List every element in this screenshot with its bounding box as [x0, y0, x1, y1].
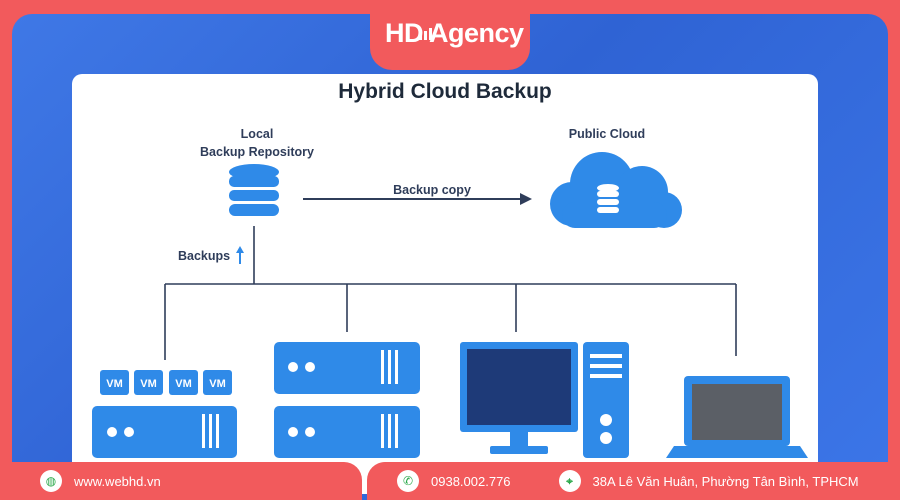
server-icon — [92, 406, 237, 458]
desktop-icon — [460, 342, 629, 458]
website-link[interactable]: www.webhd.vn — [74, 473, 161, 489]
laptop-icon — [666, 376, 808, 458]
server-icon — [274, 342, 420, 458]
diagram-title: Hybrid Cloud Backup — [338, 80, 552, 103]
phone-number[interactable]: 0938.002.776 — [431, 473, 511, 489]
local-label-line1: Local — [240, 127, 274, 141]
footer-contact-bar: ✆ 0938.002.776 ⌖ 38A Lê Văn Huân, Phường… — [367, 462, 900, 500]
location-icon: ⌖ — [558, 470, 581, 492]
globe-icon: ◍ — [40, 470, 62, 492]
backups-label: Backups — [178, 249, 231, 263]
footer-website-bar: ◍ www.webhd.vn — [0, 462, 362, 500]
brand-logo: HD Agency — [385, 14, 524, 54]
public-cloud-label: Public Cloud — [568, 127, 646, 141]
arrow-up-icon — [236, 246, 244, 264]
brand-tab — [370, 0, 530, 70]
vm-label: VM — [140, 378, 157, 390]
address-text: 38A Lê Văn Huân, Phường Tân Bình, TPHCM — [592, 473, 859, 489]
cloud-icon — [550, 152, 682, 228]
diagram-card: Hybrid Cloud Backup Local Backup Reposit… — [72, 74, 818, 494]
local-label-line2: Backup Repository — [200, 145, 314, 159]
vm-label: VM — [209, 378, 226, 390]
vm-group: VM VM VM VM — [92, 370, 237, 458]
connector-lines — [164, 226, 737, 360]
arrow-right-icon — [303, 193, 532, 205]
vm-label: VM — [175, 378, 192, 390]
database-icon — [229, 164, 279, 216]
backup-copy-label: Backup copy — [393, 183, 471, 197]
brand-name: HD Agency — [385, 18, 524, 48]
logo-bars-icon — [419, 16, 434, 47]
vm-label: VM — [106, 378, 123, 390]
cloud-database-icon — [597, 184, 619, 213]
diagram-canvas: VM VM VM VM — [92, 152, 808, 458]
phone-icon: ✆ — [397, 470, 419, 492]
